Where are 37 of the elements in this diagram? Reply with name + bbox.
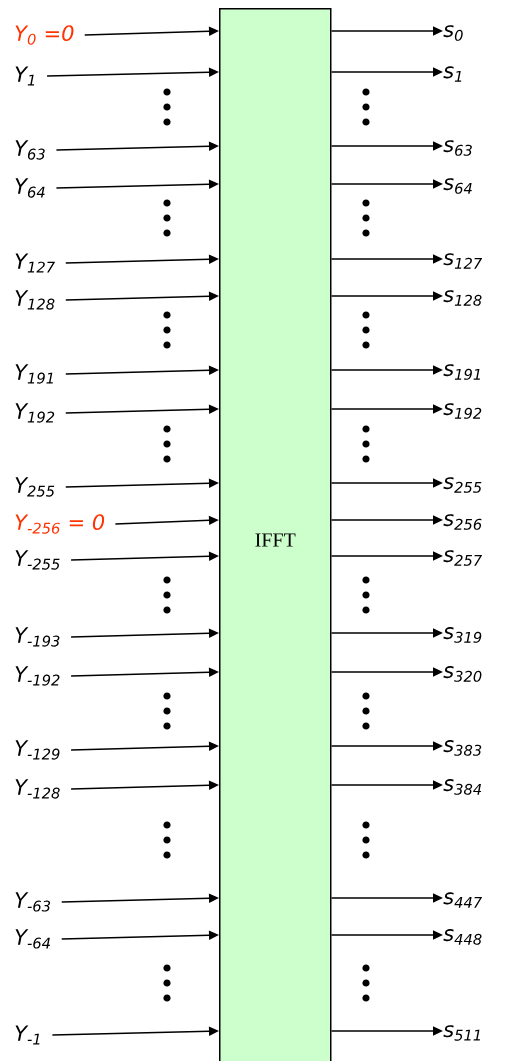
- output-label: s$_{0}$: [443, 25, 463, 41]
- output-label: s$_{447}$: [443, 892, 483, 908]
- output-label: s$_{255}$: [443, 477, 482, 493]
- input-label: Y$_{-64}$: [15, 929, 50, 949]
- input-label: Y$_{127}$: [15, 253, 55, 273]
- input-label: Y$_{-193}$: [15, 627, 60, 647]
- input-label: Y$_{0}$ =0: [15, 25, 74, 45]
- input-label: Y$_{64}$: [15, 178, 45, 198]
- process-box: IFFT: [219, 8, 332, 1061]
- input-label: Y$_{-255}$: [15, 550, 60, 570]
- input-label: Y$_{-129}$: [15, 740, 60, 760]
- input-label: Y$_{-1}$: [15, 1025, 40, 1045]
- output-label: s$_{383}$: [443, 740, 482, 756]
- output-label: s$_{320}$: [443, 666, 482, 682]
- output-label: s$_{319}$: [443, 627, 482, 643]
- output-label: s$_{127}$: [443, 253, 483, 269]
- output-label: s$_{128}$: [443, 290, 482, 306]
- output-label: s$_{384}$: [443, 779, 482, 795]
- input-label: Y$_{191}$: [15, 364, 53, 384]
- input-label: Y$_{-63}$: [15, 892, 51, 912]
- output-label: s$_{1}$: [443, 66, 462, 82]
- output-label: s$_{64}$: [443, 178, 472, 194]
- output-label: s$_{63}$: [443, 140, 472, 156]
- input-label: Y$_{-128}$: [15, 779, 60, 799]
- input-label: Y$_{1}$: [15, 66, 35, 86]
- output-label: s$_{191}$: [443, 364, 480, 380]
- output-label: s$_{511}$: [443, 1025, 480, 1041]
- input-label: Y$_{192}$: [15, 403, 55, 423]
- output-label: s$_{256}$: [443, 514, 482, 530]
- input-label: Y$_{255}$: [15, 477, 55, 497]
- input-label: Y$_{128}$: [15, 290, 55, 310]
- input-label: Y$_{63}$: [15, 140, 45, 160]
- output-label: s$_{257}$: [443, 550, 483, 566]
- input-label: Y$_{-256}$ = 0: [15, 514, 105, 534]
- input-label: Y$_{-192}$: [15, 666, 60, 686]
- output-label: s$_{448}$: [443, 929, 482, 945]
- output-label: s$_{192}$: [443, 403, 482, 419]
